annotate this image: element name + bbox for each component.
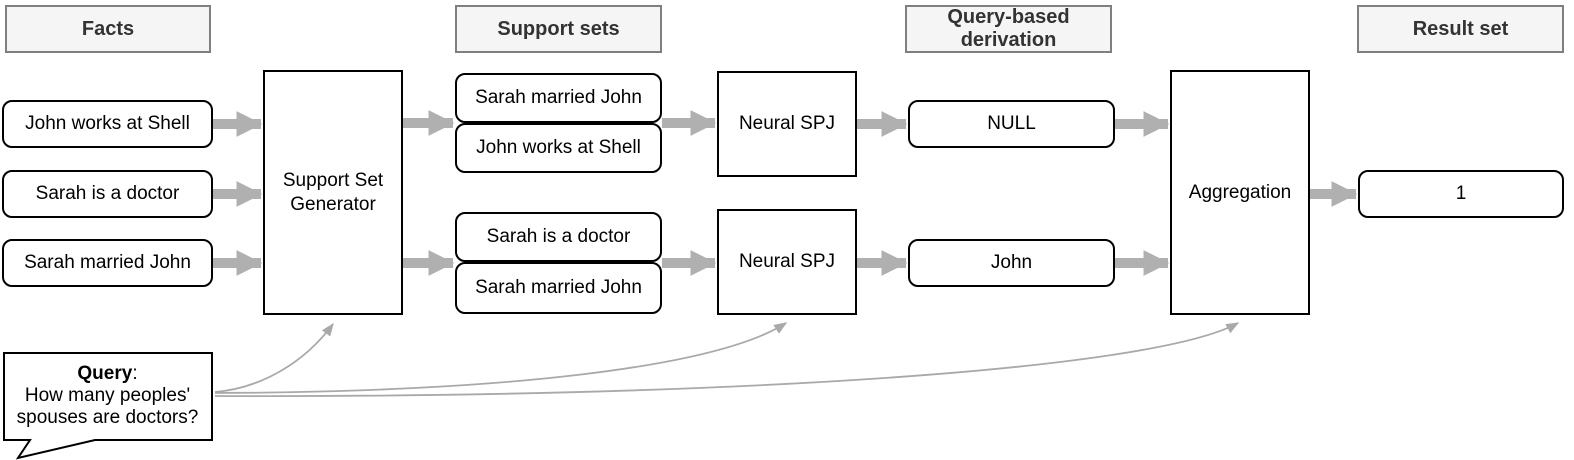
header-facts: Facts bbox=[5, 5, 211, 53]
query-curve-arrow-to-aggregation bbox=[214, 322, 1240, 398]
fact-3-label: Sarah married John bbox=[24, 252, 191, 273]
derivation-box-john: John bbox=[908, 239, 1115, 287]
header-result-set-label: Result set bbox=[1412, 17, 1509, 40]
header-facts-label: Facts bbox=[81, 17, 135, 40]
support-set-2-item-1: Sarah is a doctor bbox=[455, 212, 662, 262]
neural-spj-1-label: Neural SPJ bbox=[738, 113, 836, 135]
fact-box-1: John works at Shell bbox=[2, 100, 213, 148]
query-bubble-title-line: Query: bbox=[77, 363, 137, 385]
header-result-set: Result set bbox=[1357, 5, 1564, 53]
fact-box-2: Sarah is a doctor bbox=[2, 170, 213, 218]
query-curve-arrow-to-generator bbox=[214, 322, 334, 393]
query-bubble-colon: : bbox=[132, 362, 138, 384]
header-support-sets-label: Support sets bbox=[497, 17, 620, 40]
header-query-based-derivation: Query-based derivation bbox=[905, 5, 1112, 53]
support-set-1-item-1: Sarah married John bbox=[455, 73, 662, 123]
neural-spj-box-1: Neural SPJ bbox=[717, 71, 857, 177]
aggregation-label: Aggregation bbox=[1188, 181, 1292, 203]
result-value: 1 bbox=[1455, 183, 1467, 204]
header-query-based-derivation-label: Query-based derivation bbox=[947, 6, 1070, 51]
header-support-sets: Support sets bbox=[455, 5, 662, 53]
support-set-generator-box: Support Set Generator bbox=[263, 70, 403, 315]
query-bubble-line2: How many peoples' bbox=[24, 384, 191, 406]
fact-2-label: Sarah is a doctor bbox=[35, 183, 180, 204]
derivation-box-null: NULL bbox=[908, 100, 1115, 148]
support-set-1-item-2: John works at Shell bbox=[455, 123, 662, 173]
support-set-generator-label: Support Set Generator bbox=[282, 169, 384, 215]
support-set-2-item-1-label: Sarah is a doctor bbox=[486, 226, 631, 247]
derivation-john-label: John bbox=[990, 252, 1033, 273]
fact-1-label: John works at Shell bbox=[25, 113, 190, 134]
query-curve-arrow-to-spj bbox=[214, 322, 788, 394]
aggregation-box: Aggregation bbox=[1170, 70, 1310, 315]
derivation-null-label: NULL bbox=[987, 113, 1036, 134]
query-bubble-shape bbox=[3, 352, 213, 460]
neural-spj-box-2: Neural SPJ bbox=[717, 209, 857, 315]
query-bubble: Query: How many peoples' spouses are doc… bbox=[2, 352, 213, 440]
query-bubble-title: Query bbox=[77, 362, 133, 384]
neural-spj-2-label: Neural SPJ bbox=[738, 251, 836, 273]
support-set-1-item-2-label: John works at Shell bbox=[476, 137, 641, 158]
result-box: 1 bbox=[1358, 170, 1564, 218]
support-set-2-item-2: Sarah married John bbox=[455, 262, 662, 314]
support-set-1-item-1-label: Sarah married John bbox=[475, 87, 642, 108]
support-set-2-item-2-label: Sarah married John bbox=[475, 277, 642, 298]
fact-box-3: Sarah married John bbox=[2, 239, 213, 287]
query-bubble-line3: spouses are doctors? bbox=[16, 407, 199, 429]
